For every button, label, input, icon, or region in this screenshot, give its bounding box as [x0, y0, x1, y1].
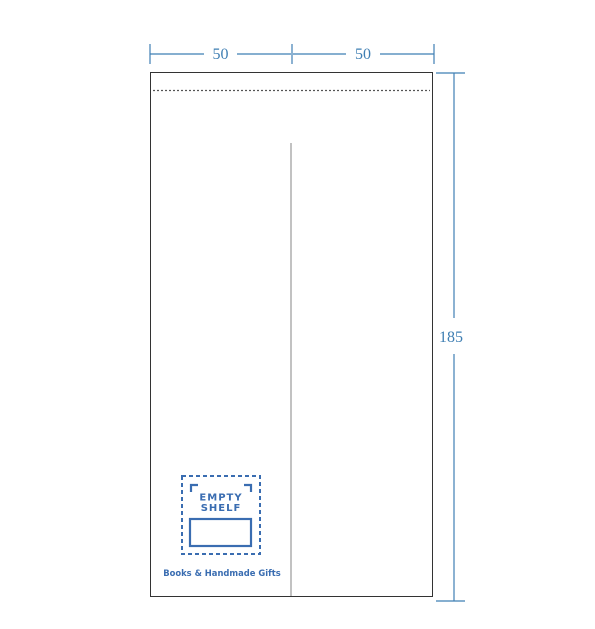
logo-corner-top-left: [189, 483, 198, 492]
dimension-label-width-left: 50: [213, 46, 229, 63]
logo-dashed-frame: [181, 475, 261, 555]
logo-shelf-box: [188, 517, 253, 548]
empty-shelf-logo: EMPTY SHELF: [181, 475, 261, 555]
logo-word-empty: EMPTY: [199, 493, 242, 504]
logo-word-shelf: SHELF: [201, 503, 242, 514]
dimension-width-right: 50: [293, 44, 435, 64]
dimension-label-width-right: 50: [355, 46, 371, 63]
logo-corner-top-right: [244, 483, 253, 492]
dimension-height: 185: [436, 72, 465, 602]
dimension-width-left: 50: [149, 44, 291, 64]
logo-tagline: Books & Handmade Gifts: [163, 568, 281, 578]
dimension-label-height: 185: [439, 329, 463, 346]
